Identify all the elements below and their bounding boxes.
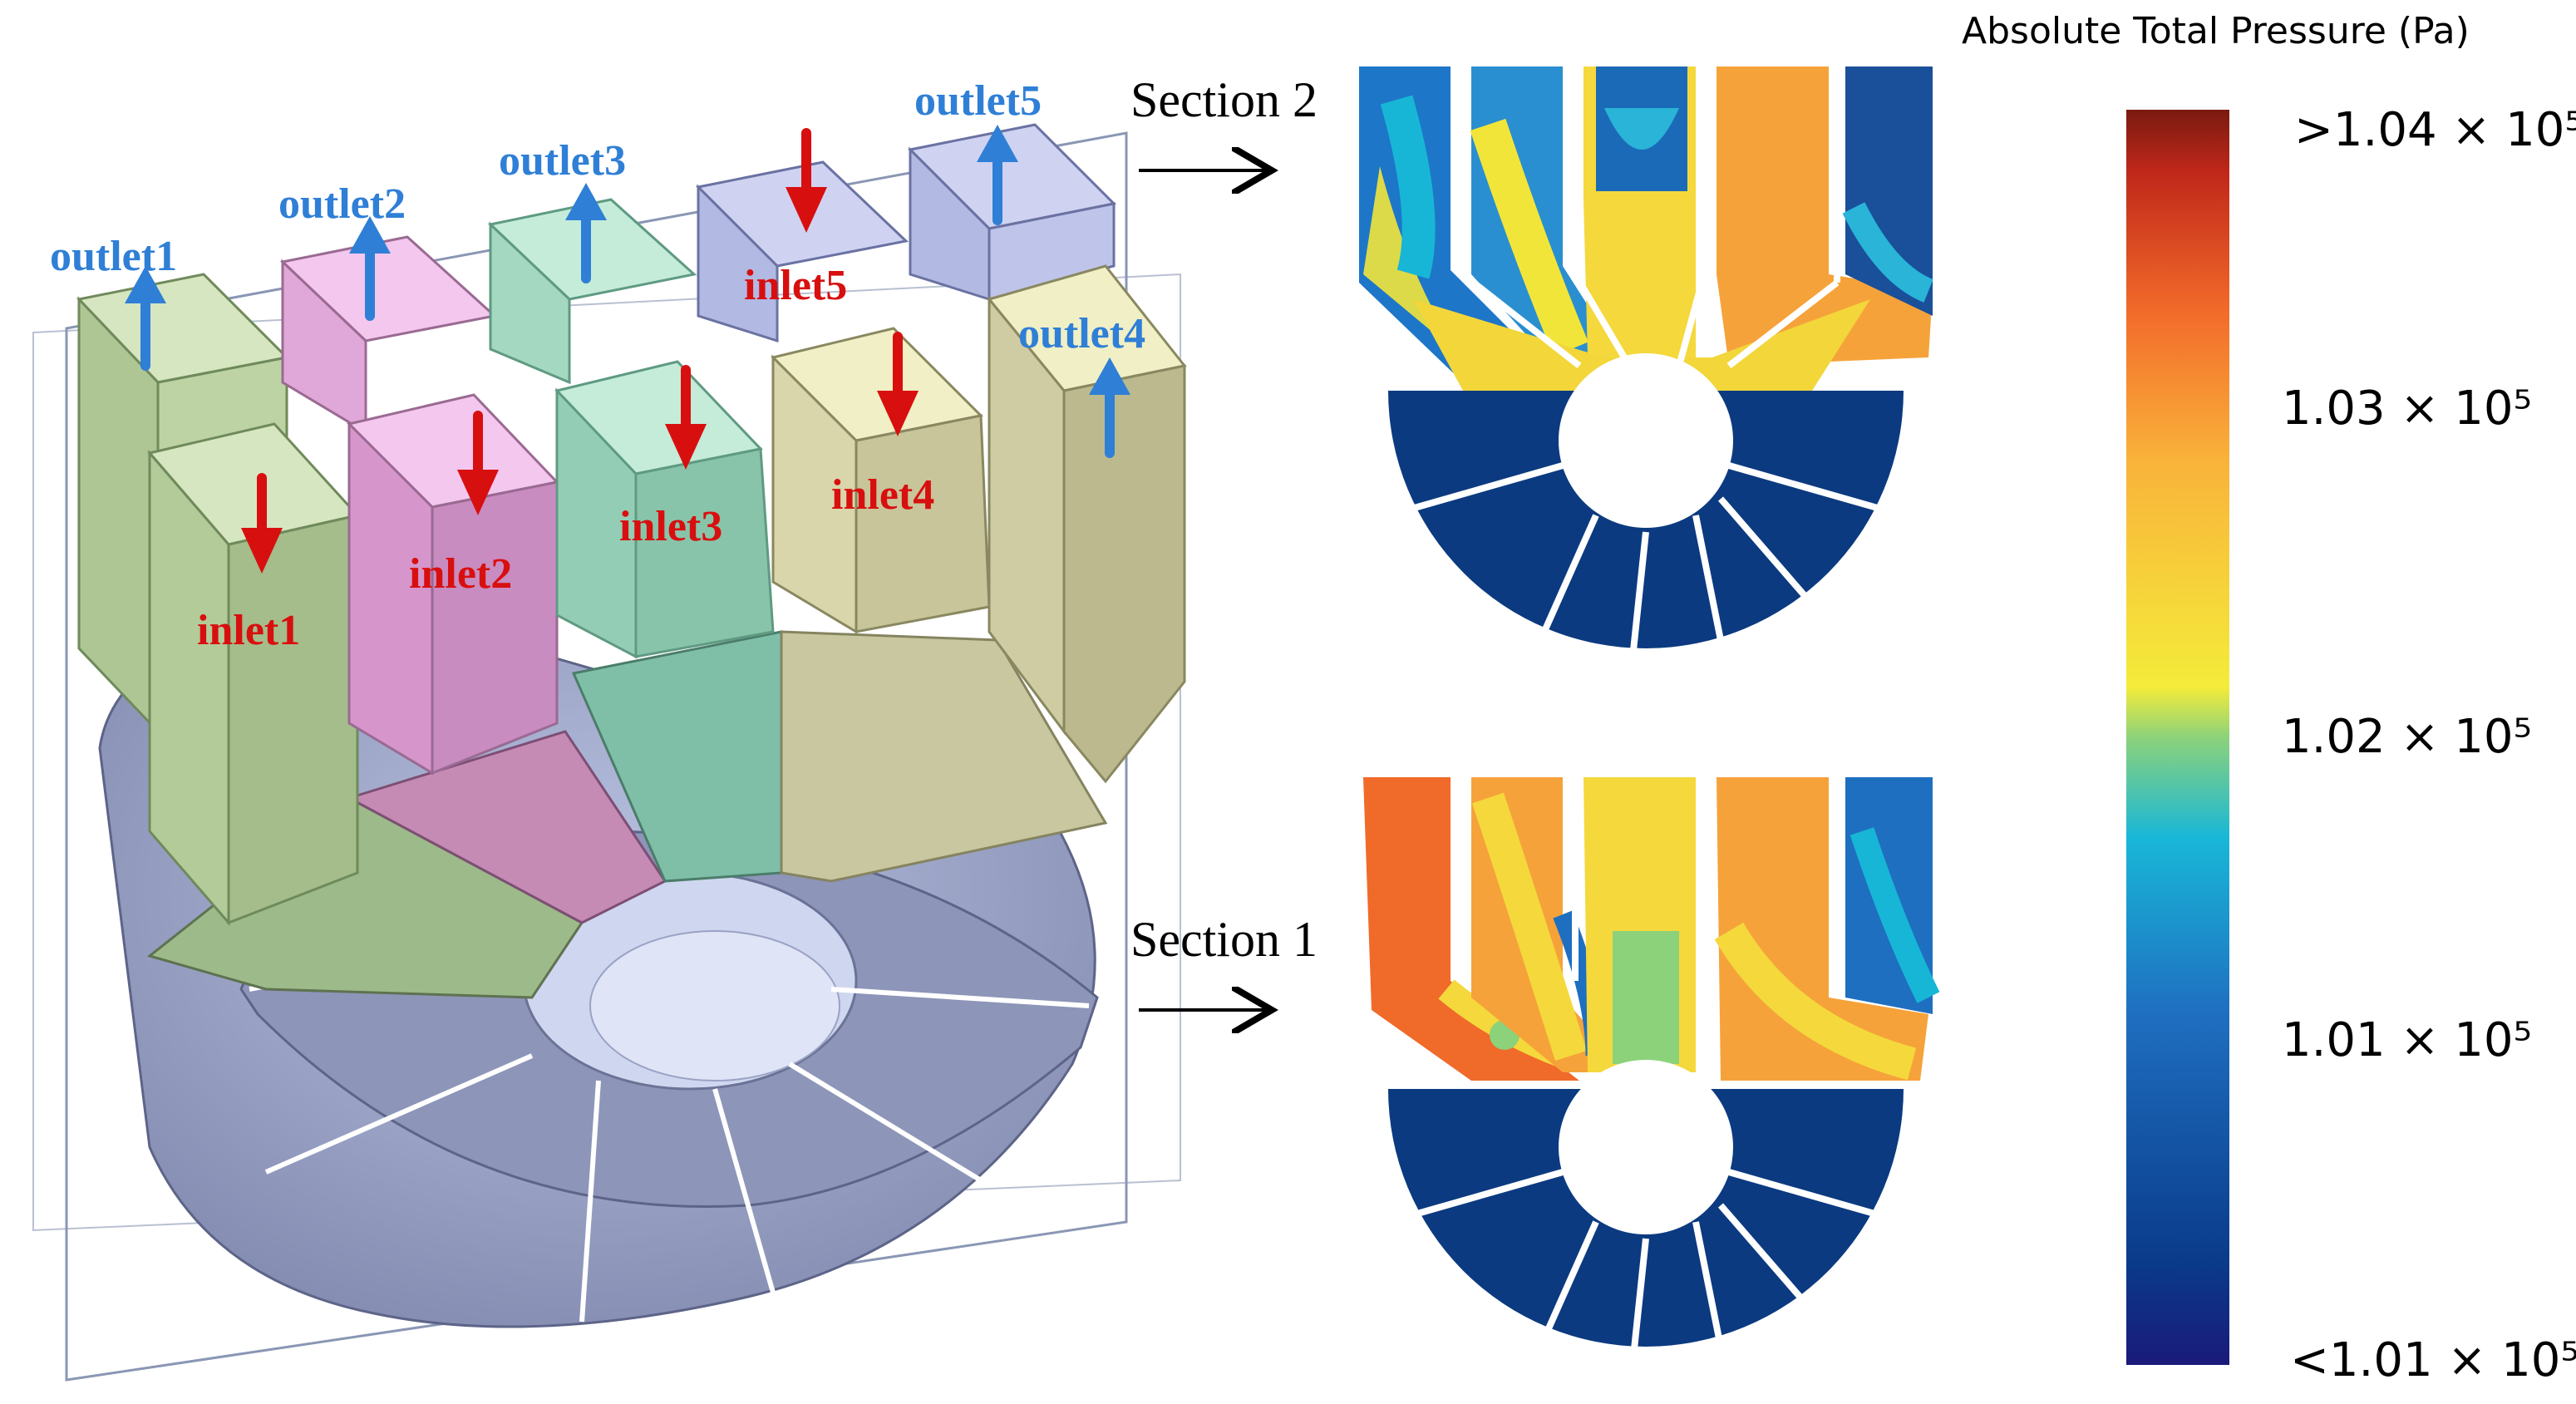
label-outlet1: outlet1	[50, 233, 177, 280]
duct-inlet3	[554, 360, 775, 659]
duct-inlet1	[147, 422, 360, 927]
duct-outlet5	[907, 123, 1117, 302]
duct-outlet2	[279, 235, 498, 435]
cavity-model: outlet1 outlet2 outlet3 outlet4 outlet5 …	[32, 77, 1187, 1382]
label-inlet2: inlet2	[409, 550, 512, 598]
inlet-arrows	[241, 128, 919, 574]
duct-inlet4	[771, 327, 991, 634]
label-inlet1: inlet1	[197, 607, 300, 654]
colorbar-legend: Absolute Total Pressure (Pa) >1.04 × 10⁵…	[1962, 10, 2576, 1387]
label-outlet2: outlet2	[278, 180, 406, 228]
label-inlet5: inlet5	[744, 262, 847, 309]
duct-inlet2	[347, 393, 559, 776]
label-inlet4: inlet4	[831, 471, 934, 519]
legend-tick-103: 1.03 × 10⁵	[2282, 382, 2532, 436]
legend-tick-101: 1.01 × 10⁵	[2282, 1013, 2532, 1067]
section-1-contour	[1363, 777, 1940, 1397]
sector-olive	[780, 630, 1108, 883]
legend-tick-102: 1.02 × 10⁵	[2282, 710, 2532, 764]
duct-outlet3	[487, 198, 697, 385]
label-inlet3: inlet3	[619, 503, 722, 550]
section-plane-1	[32, 273, 1181, 1232]
legend-tick-max: >1.04 × 10⁵	[2294, 103, 2576, 157]
outlet-arrows	[125, 125, 1130, 458]
legend-title: Absolute Total Pressure (Pa)	[1962, 10, 2470, 52]
section-2-label: Section 2	[1130, 72, 1318, 127]
label-outlet4: outlet4	[1018, 310, 1145, 357]
label-outlet5: outlet5	[914, 77, 1042, 125]
label-outlet3: outlet3	[499, 137, 626, 185]
section-2-contour	[1359, 67, 1934, 691]
central-hole-inner	[589, 930, 840, 1081]
section-1-label: Section 1	[1130, 912, 1318, 967]
duct-outlet4	[987, 264, 1187, 784]
legend-tick-min: <1.01 × 10⁵	[2290, 1333, 2576, 1387]
colorbar	[2126, 110, 2229, 1365]
